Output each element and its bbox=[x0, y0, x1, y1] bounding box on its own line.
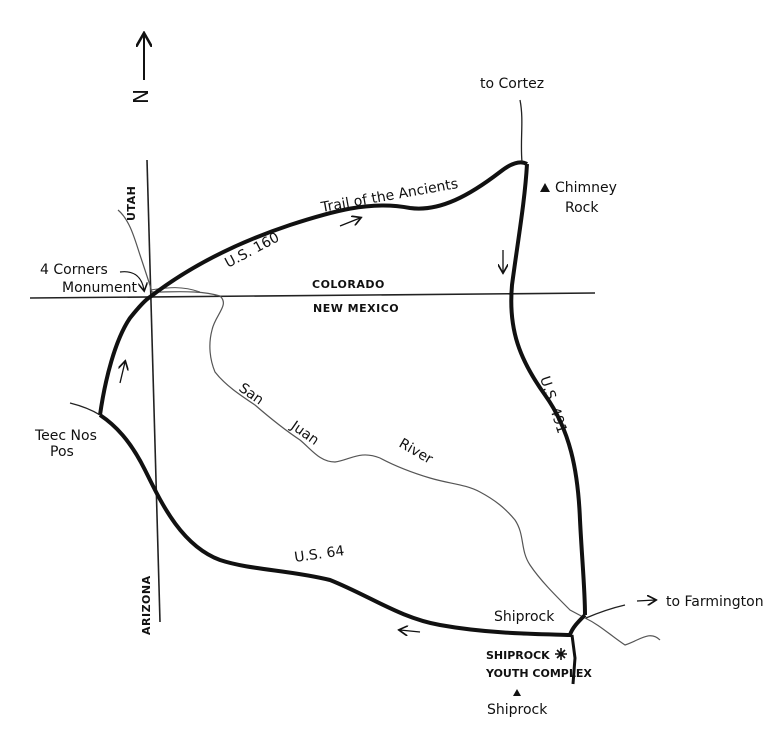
label-four-corners-1: 4 Corners bbox=[40, 262, 108, 278]
label-four-corners-2: Monument bbox=[62, 280, 138, 296]
label-teec-nos-pos-1: Teec Nos bbox=[34, 428, 97, 444]
label-youth-complex-1: SHIPROCK bbox=[486, 649, 550, 662]
us-491-road bbox=[509, 163, 587, 616]
label-colorado: COLORADO bbox=[312, 278, 385, 291]
label-us-64: U.S. 64 bbox=[293, 543, 345, 566]
road-to-farmington bbox=[585, 604, 626, 619]
us-64-road bbox=[98, 413, 587, 638]
label-san: San bbox=[236, 380, 267, 408]
state-line-vertical bbox=[146, 159, 161, 623]
road-teec-nos-pos-west bbox=[69, 402, 101, 416]
state-line-horizontal bbox=[29, 292, 596, 299]
teec-nos-pos-road bbox=[98, 295, 152, 416]
river-branch bbox=[149, 287, 201, 293]
label-utah: UTAH bbox=[125, 186, 138, 221]
label-us-491: U.S. 491 bbox=[536, 374, 570, 435]
label-arizona: ARIZONA bbox=[140, 575, 153, 635]
direction-arrow-icon bbox=[339, 218, 360, 227]
direction-arrow-icon bbox=[120, 362, 125, 384]
label-trail-of-the-ancients: Trail of the Ancients bbox=[319, 176, 459, 216]
label-to-farmington: to Farmington bbox=[666, 594, 764, 610]
youth-complex-star-icon bbox=[555, 648, 567, 660]
pointer-arrow-icon bbox=[119, 271, 144, 290]
san-juan-river bbox=[117, 209, 661, 646]
label-teec-nos-pos-2: Pos bbox=[50, 444, 74, 460]
road-to-cortez bbox=[519, 99, 523, 163]
direction-arrow-icon bbox=[400, 630, 421, 632]
label-shiprock-town: Shiprock bbox=[494, 609, 555, 625]
label-us-160: U.S. 160 bbox=[222, 230, 282, 272]
chimney-rock-peak-icon bbox=[540, 183, 550, 192]
us-160-road bbox=[148, 160, 528, 299]
label-to-cortez: to Cortez bbox=[480, 76, 544, 92]
label-river: River bbox=[396, 436, 436, 468]
label-shiprock-peak: Shiprock bbox=[487, 702, 548, 718]
label-new-mexico: NEW MEXICO bbox=[313, 302, 399, 315]
shiprock-peak-icon bbox=[513, 689, 521, 696]
road-youth-complex bbox=[570, 634, 577, 685]
label-youth-complex-2: YOUTH COMPLEX bbox=[485, 667, 592, 680]
north-label: N bbox=[129, 89, 153, 104]
label-chimney-rock-1: Chimney bbox=[555, 180, 617, 196]
label-chimney-rock-2: Rock bbox=[565, 200, 599, 216]
direction-arrow-icon bbox=[636, 600, 655, 601]
